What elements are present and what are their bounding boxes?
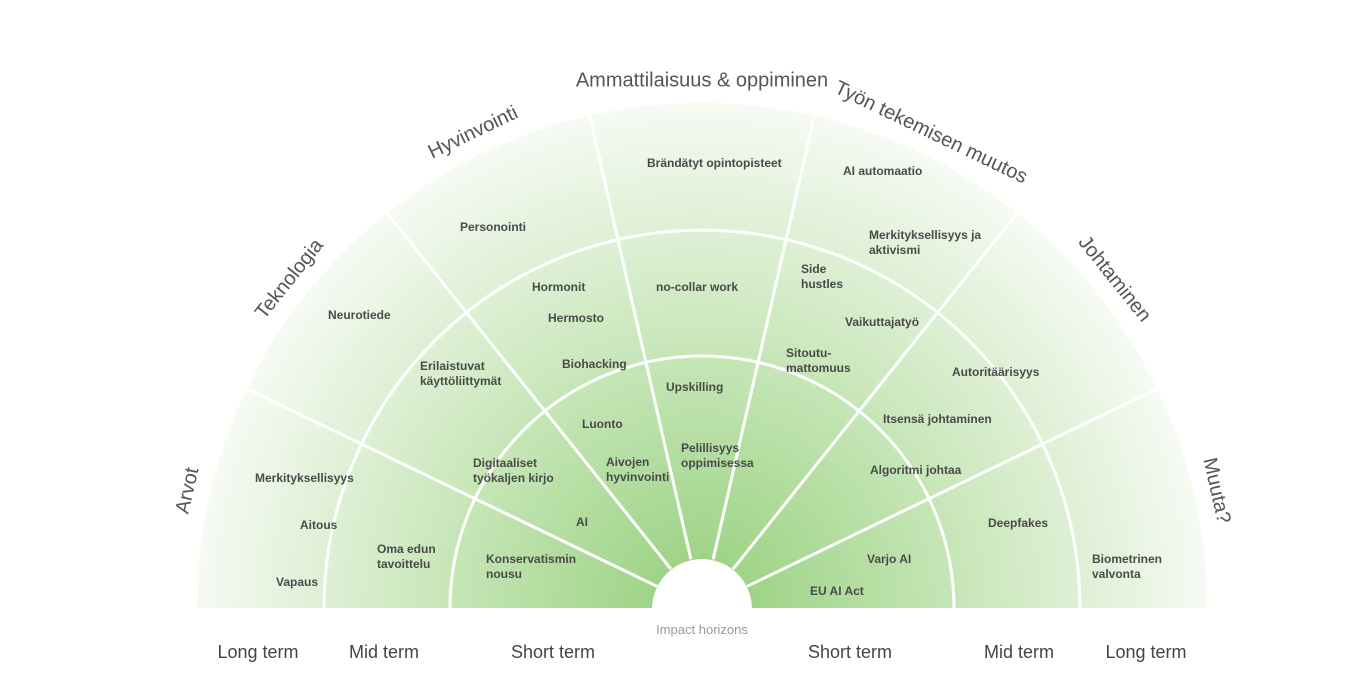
trend-item: Aivojen hyvinvointi [606, 455, 670, 484]
sector-divider [587, 114, 693, 560]
trend-item: Personointi [460, 220, 527, 234]
sector-label: Arvot [172, 465, 204, 516]
trend-item: Deepfakes [988, 516, 1049, 530]
trend-item: AI automaatio [843, 164, 923, 178]
trend-item: Autoritäärisyys [952, 365, 1040, 379]
horizon-right-short: Short term [807, 642, 893, 662]
trend-item: Merkityksellisyys ja aktivismi [869, 228, 982, 257]
trend-item: Biometrinen valvonta [1092, 552, 1163, 581]
trend-item: Merkityksellisyys [255, 471, 354, 485]
ring-boundary-1 [322, 228, 1082, 609]
sector-divider [711, 114, 817, 560]
trend-item: Neurotiede [328, 308, 391, 322]
horizon-left-mid: Mid term [348, 642, 420, 662]
sector-label: Muuta? [1198, 456, 1234, 526]
horizon-left-short: Short term [510, 642, 596, 662]
trend-item: Aitous [300, 518, 338, 532]
ring-boundary-0 [448, 354, 956, 609]
trend-item: Oma edun tavoittelu [377, 542, 436, 571]
sector-divider [732, 211, 1019, 570]
trend-item: Upskilling [666, 380, 724, 394]
trend-item: Pelillisyys oppimisessa [681, 441, 754, 470]
impact-horizons-caption: Impact horizons [656, 622, 748, 637]
trend-item: EU AI Act [810, 584, 864, 598]
horizon-left-long: Long term [217, 642, 299, 662]
trend-item: Digitaaliset työkaljen kirjo [473, 456, 554, 485]
trend-item: Brändätyt opintopisteet [647, 156, 782, 170]
trend-item: Side hustles [801, 262, 844, 291]
trend-item: Vaikuttajatyö [845, 315, 920, 329]
trend-item: Sitoutu- mattomuus [786, 346, 851, 375]
sector-divider [746, 387, 1159, 588]
trend-item: Itsensä johtaminen [883, 412, 992, 426]
horizon-rings [322, 228, 1082, 609]
trend-item: Hermosto [548, 311, 605, 325]
trend-item: Erilaistuvat käyttöliittymät [420, 359, 502, 388]
trend-item: Biohacking [562, 357, 627, 371]
trend-item: no-collar work [656, 280, 739, 294]
horizon-right-long: Long term [1105, 642, 1187, 662]
sector-divider [385, 211, 672, 570]
trend-item: Luonto [582, 417, 623, 431]
trend-item: AI [576, 515, 588, 529]
trend-item: Vapaus [276, 575, 319, 589]
horizon-right-mid: Mid term [983, 642, 1055, 662]
sector-dividers [245, 114, 1159, 588]
sector-divider [245, 387, 658, 588]
trend-item: Varjo AI [867, 552, 912, 566]
trend-item: Hormonit [532, 280, 586, 294]
trend-item: Konservatismin nousu [486, 552, 577, 581]
sector-label: Ammattilaisuus & oppiminen [576, 69, 828, 91]
center-hub [652, 559, 752, 609]
trend-item: Algoritmi johtaa [870, 463, 962, 477]
